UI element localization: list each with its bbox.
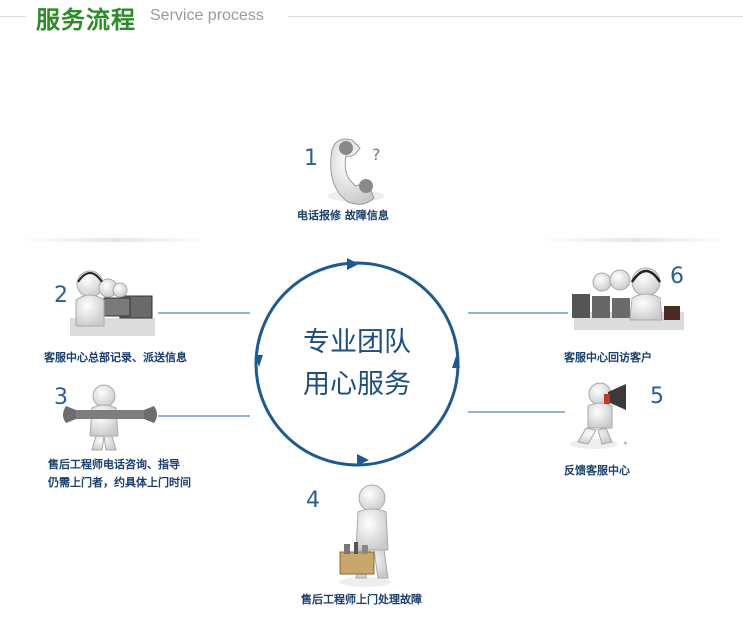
- cycle-arrow-top-icon: [347, 258, 359, 270]
- center-slogan-line2: 用心服务: [303, 369, 411, 400]
- cycle-arrow-left-icon: [255, 355, 263, 367]
- cycle-arrow-right-icon: [452, 356, 460, 368]
- center-slogan-line1: 专业团队: [303, 327, 411, 358]
- header-divider-left: [0, 16, 26, 17]
- step-caption-3-line1: 售后工程师电话咨询、指导: [48, 458, 180, 471]
- step-caption-2: 客服中心总部记录、派送信息: [44, 351, 187, 364]
- step-caption-4: 售后工程师上门处理故障: [301, 593, 422, 606]
- wrench-person-icon: [63, 384, 157, 451]
- page-subtitle: Service process: [150, 7, 264, 24]
- step-number-3: 3: [54, 385, 68, 410]
- header-divider: [288, 16, 743, 17]
- telephone-icon: ?: [328, 138, 384, 205]
- page-title: 服务流程: [36, 6, 136, 34]
- headset-agents-icon: [572, 267, 684, 330]
- step-number-1: 1: [304, 146, 318, 171]
- cycle-arrow-bottom-icon: [357, 454, 369, 466]
- section-header: 服务流程 Service process: [0, 0, 743, 36]
- svg-text:?: ?: [372, 145, 381, 164]
- separator-band-right: [540, 238, 730, 242]
- call-center-agents-icon: [70, 270, 155, 336]
- step-number-2: 2: [54, 283, 68, 308]
- step-number-4: 4: [306, 488, 320, 513]
- step-caption-3-line2: 仍需上门者，约具体上门时间: [48, 476, 191, 489]
- step-caption-5: 反馈客服中心: [564, 464, 630, 477]
- svg-text:✦: ✦: [622, 439, 629, 448]
- step-caption-1: 电话报修 故障信息: [297, 209, 389, 222]
- step-number-6: 6: [670, 264, 684, 289]
- step-number-5: 5: [650, 384, 664, 409]
- step-caption-6: 客服中心回访客户: [564, 351, 652, 364]
- megaphone-person-icon: ✦: [570, 382, 629, 449]
- center-slogan: 专业团队 用心服务: [267, 322, 447, 406]
- separator-band-left: [20, 238, 210, 242]
- toolbox-person-icon: [339, 484, 391, 587]
